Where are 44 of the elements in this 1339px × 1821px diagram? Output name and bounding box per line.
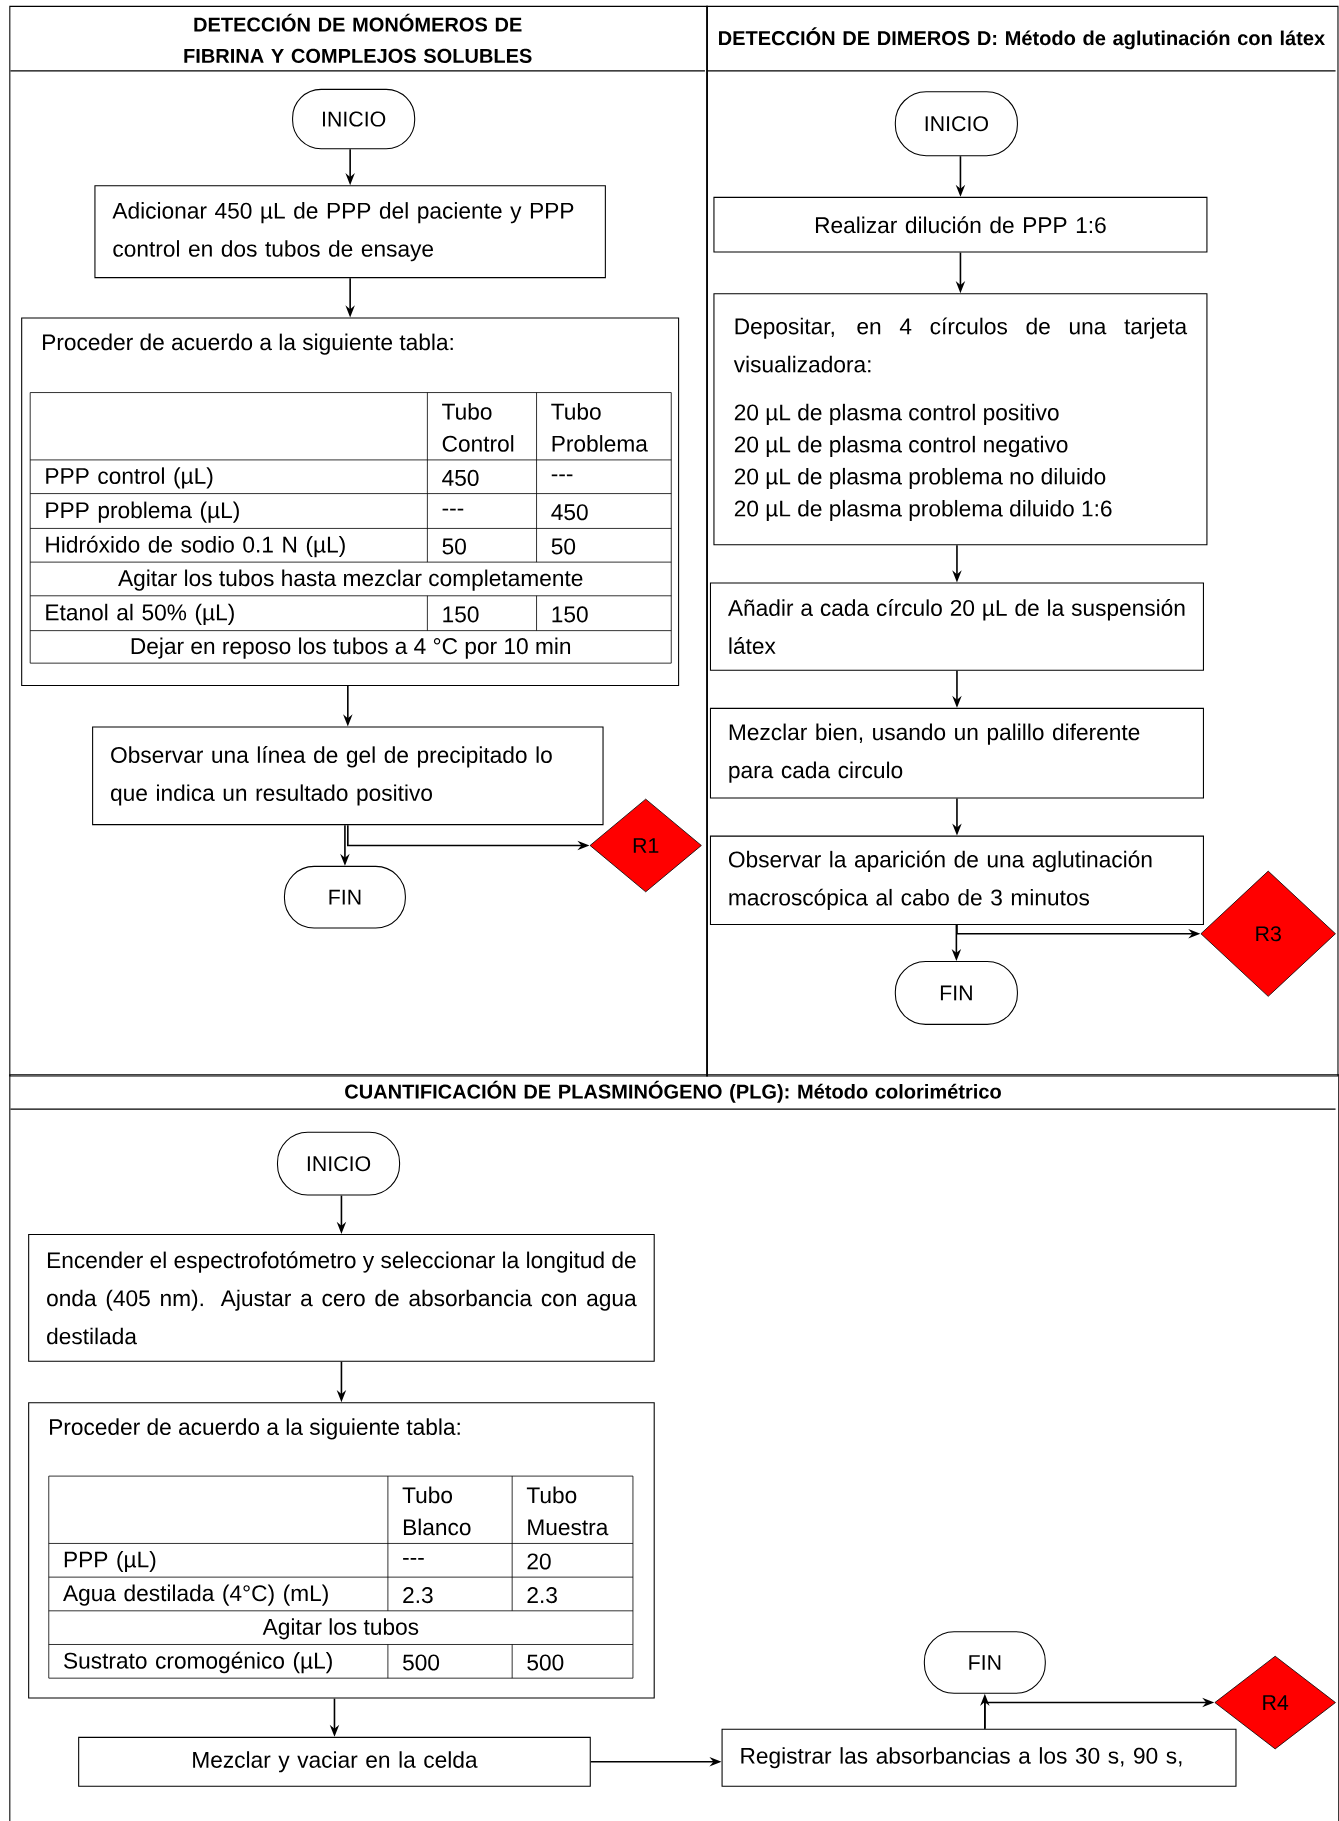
table-cell: 450 xyxy=(442,469,479,486)
process-box: Observar una línea de gel de precipitado lo que indica un resultado positivo xyxy=(92,726,604,826)
process-box: Adicionar 450 µL de PPP del paciente y PPP control en dos tubos de ensaye xyxy=(94,185,606,279)
process-box: Observar la aparición de una aglutinación macroscópica al cabo de 3 minutos xyxy=(709,835,1204,926)
process-box: Añadir a cada círculo 20 µL de la suspensión látex xyxy=(709,582,1204,671)
process-box: Mezclar bien, usando un palillo diferente para cada circulo xyxy=(709,707,1204,799)
table-cell: 50 xyxy=(551,538,576,555)
table-cell: Etanol al 50% (µL) xyxy=(46,603,234,625)
table-cell: 50 xyxy=(442,538,466,555)
table-cell: 500 xyxy=(527,1654,564,1671)
process-box: Encender el espectrofotómetro y seleccionar la longitud de onda (405 nm). Ajustar a cero de absorbancia con agua destilada xyxy=(28,1233,655,1362)
process-box: Registrar las absorbancias a los 30 s, 90 s, xyxy=(721,1728,1237,1787)
table-cell: PPP control (µL) xyxy=(46,467,213,489)
table-cell: PPP problema (µL) xyxy=(46,501,239,523)
terminal-box: INICIO xyxy=(276,1131,401,1196)
table-cell: 2.3 xyxy=(527,1587,557,1604)
terminal-box: FIN xyxy=(894,961,1018,1025)
table-cell: Agua destilada (4°C) (mL) xyxy=(63,1584,328,1606)
terminal-box: INICIO xyxy=(292,88,416,150)
table-cell: 450 xyxy=(551,504,588,521)
table-cell: PPP (µL) xyxy=(64,1550,156,1573)
table-cell: 150 xyxy=(552,606,588,623)
table-cell: 500 xyxy=(403,1654,440,1671)
table-cell: Agitar los tubos xyxy=(262,1618,419,1640)
table-cell: Hidróxido de sodio 0.1 N (µL) xyxy=(46,535,345,558)
table-cell: --- xyxy=(403,1558,424,1560)
table-cell: 150 xyxy=(443,606,479,623)
table-cell: 2.3 xyxy=(403,1587,433,1604)
table-cell: Tubo Control xyxy=(442,403,514,452)
table-cell: --- xyxy=(442,508,464,511)
process-box: Mezclar y vaciar en la celda xyxy=(78,1736,591,1787)
table-cell: Sustrato cromogénico (µL) xyxy=(64,1651,332,1674)
terminal-box: FIN xyxy=(283,865,406,929)
table-cell: Tubo Problema xyxy=(551,403,648,452)
process-box: Realizar dilución de PPP 1:6 xyxy=(713,196,1208,253)
table-cell: Agitar los tubos hasta mezclar completamente xyxy=(118,569,583,591)
terminal-box: FIN xyxy=(923,1631,1046,1694)
table-cell: --- xyxy=(551,474,573,477)
table-cell: Tubo Blanco xyxy=(402,1486,471,1536)
process-box: Depositar, en 4 círculos de una tarjeta visualizadora: 20 µL de plasma control positivo 20 µL de plasma control negativo 20 µL de plasma problema no diluido 20 µL de plasma problema diluido 1:6 xyxy=(713,293,1208,546)
table-cell: Dejar en reposo los tubos a 4 °C por 10 min xyxy=(131,637,570,659)
terminal-box: INICIO xyxy=(894,91,1018,157)
table-cell: 20 xyxy=(527,1553,551,1570)
table-cell: Tubo Muestra xyxy=(526,1486,609,1536)
